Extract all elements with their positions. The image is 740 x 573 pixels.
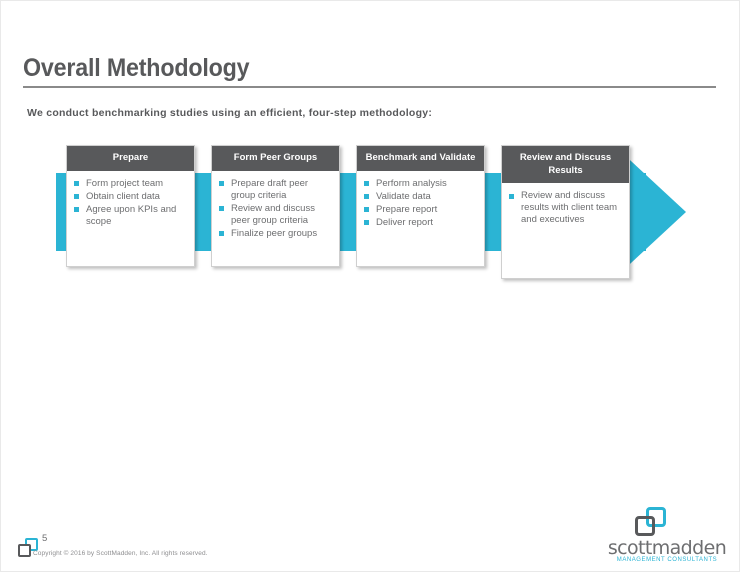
- brand-logo: scottmadden MANAGEMENT CONSULTANTS: [607, 507, 727, 563]
- list-item-text: Perform analysis: [376, 177, 447, 189]
- list-item: Agree upon KPIs and scope: [73, 204, 188, 228]
- slide-subtitle: We conduct benchmarking studies using an…: [27, 107, 433, 119]
- process-step-4[interactable]: Review and Discuss Results Review and di…: [501, 145, 630, 279]
- scottmadden-mark-icon: [635, 507, 669, 537]
- process-step-2[interactable]: Form Peer Groups Prepare draft peer grou…: [211, 145, 340, 267]
- list-item-text: Finalize peer groups: [231, 227, 318, 239]
- list-item: Review and discuss results with client t…: [508, 190, 623, 226]
- list-item-text: Review and discuss peer group criteria: [231, 202, 315, 226]
- bullet-square-icon: [509, 193, 514, 199]
- bullet-square-icon: [364, 220, 369, 225]
- process-step-1-body: Form project team Obtain client data Agr…: [67, 171, 194, 266]
- list-item: Prepare report: [363, 204, 478, 216]
- list-item: Finalize peer groups: [218, 228, 333, 240]
- bullet-square-icon: [364, 181, 369, 186]
- title-divider: [23, 86, 716, 88]
- list-item: Validate data: [363, 191, 478, 203]
- list-item-text: Review and discuss results with client t…: [521, 190, 618, 225]
- list-item-text: Obtain client data: [86, 190, 160, 202]
- bullet-square-icon: [364, 207, 369, 212]
- bullet-square-icon: [74, 181, 79, 186]
- list-item-text: Prepare draft peer group criteria: [231, 177, 309, 201]
- page-number: 5: [42, 533, 48, 544]
- bullet-square-icon: [219, 181, 224, 186]
- bullet-square-icon: [74, 207, 79, 212]
- list-item-text: Form project team: [86, 177, 164, 189]
- list-item: Deliver report: [363, 217, 478, 229]
- process-step-1-title: Prepare: [67, 146, 194, 171]
- list-item: Prepare draft peer group criteria: [218, 178, 333, 202]
- list-item-text: Deliver report: [376, 216, 434, 228]
- process-step-1[interactable]: Prepare Form project team Obtain client …: [66, 145, 195, 267]
- process-step-3-title: Benchmark and Validate: [357, 146, 484, 171]
- bullet-list: Perform analysis Validate data Prepare r…: [363, 178, 478, 229]
- list-item: Form project team: [73, 178, 188, 190]
- process-step-4-title: Review and Discuss Results: [502, 146, 629, 183]
- list-item-text: Prepare report: [376, 203, 438, 215]
- list-item: Obtain client data: [73, 191, 188, 203]
- process-step-2-body: Prepare draft peer group criteria Review…: [212, 171, 339, 266]
- list-item-text: Validate data: [376, 190, 431, 202]
- bullet-square-icon: [219, 206, 224, 211]
- list-item: Perform analysis: [363, 178, 478, 190]
- process-step-4-body: Review and discuss results with client t…: [502, 183, 629, 278]
- process-step-3[interactable]: Benchmark and Validate Perform analysis …: [356, 145, 485, 267]
- process-step-3-body: Perform analysis Validate data Prepare r…: [357, 171, 484, 266]
- bullet-list: Form project team Obtain client data Agr…: [73, 178, 188, 228]
- copyright-text: Copyright © 2016 by ScottMadden, Inc. Al…: [33, 550, 208, 557]
- brand-tagline: MANAGEMENT CONSULTANTS: [616, 557, 718, 563]
- footer-logo-icon: [18, 538, 40, 560]
- list-item: Review and discuss peer group criteria: [218, 203, 333, 227]
- brand-name: scottmadden: [607, 537, 727, 559]
- process-step-2-title: Form Peer Groups: [212, 146, 339, 171]
- bullet-list: Prepare draft peer group criteria Review…: [218, 178, 333, 240]
- bullet-square-icon: [74, 194, 79, 199]
- bullet-square-icon: [219, 231, 224, 236]
- logo-square-gray: [18, 544, 31, 557]
- list-item-text: Agree upon KPIs and scope: [86, 203, 177, 227]
- page-title: Overall Methodology: [23, 54, 250, 82]
- bullet-list: Review and discuss results with client t…: [508, 190, 623, 226]
- brand-square-gray: [635, 516, 655, 536]
- bullet-square-icon: [364, 194, 369, 199]
